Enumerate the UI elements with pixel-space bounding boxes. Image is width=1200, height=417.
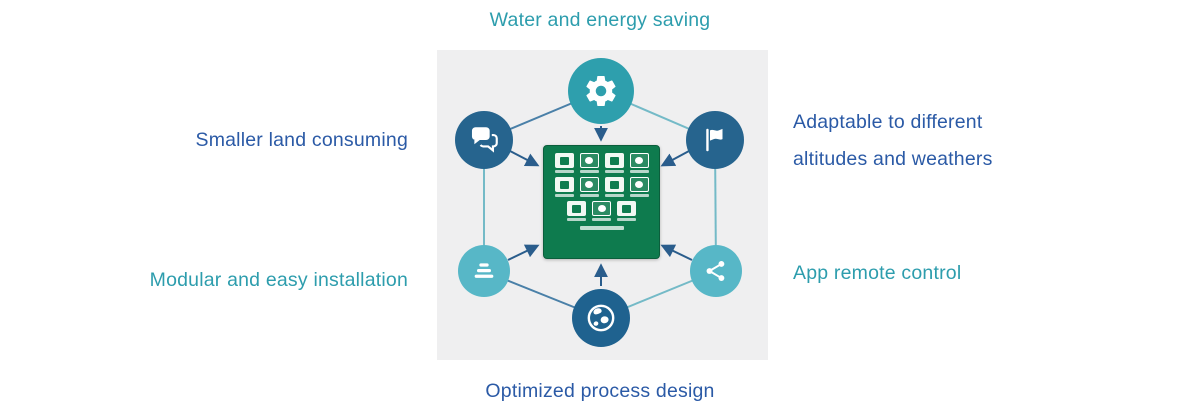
label-adaptable-altitudes: Adaptable to different altitudes and wea… bbox=[793, 104, 993, 178]
board-caption-bar bbox=[579, 226, 624, 230]
label-app-remote-control: App remote control bbox=[793, 262, 962, 284]
chat-icon bbox=[471, 127, 498, 153]
label-smaller-land-consuming: Smaller land consuming bbox=[195, 129, 408, 151]
board-icon-row bbox=[554, 153, 649, 173]
board-mini-icon bbox=[617, 201, 636, 221]
node-process-design bbox=[572, 289, 630, 347]
label-adaptable-line2: altitudes and weathers bbox=[793, 148, 993, 170]
label-optimized-process-design: Optimized process design bbox=[485, 380, 715, 402]
node-water-energy bbox=[568, 58, 634, 124]
node-land-consuming bbox=[455, 111, 513, 169]
flag-icon bbox=[706, 128, 723, 152]
board-mini-icon bbox=[592, 201, 611, 221]
layers-icon bbox=[474, 263, 494, 278]
label-water-energy-saving: Water and energy saving bbox=[489, 9, 711, 31]
label-adaptable-line1: Adaptable to different bbox=[793, 111, 983, 133]
gear-icon bbox=[586, 76, 616, 107]
board-mini-icon bbox=[567, 201, 586, 221]
board-mini-icon bbox=[579, 153, 599, 173]
board-mini-icon bbox=[629, 153, 649, 173]
board-mini-icon bbox=[579, 177, 599, 197]
globe-icon bbox=[587, 304, 615, 332]
board-mini-icon bbox=[604, 153, 624, 173]
control-board-image bbox=[543, 145, 660, 259]
node-modular bbox=[458, 245, 510, 297]
label-modular-easy-installation: Modular and easy installation bbox=[149, 269, 408, 291]
node-app-remote bbox=[690, 245, 742, 297]
node-adaptable bbox=[686, 111, 744, 169]
board-mini-icon bbox=[604, 177, 624, 197]
share-icon bbox=[706, 261, 725, 281]
diagram-panel bbox=[437, 50, 768, 360]
board-icon-row bbox=[567, 201, 636, 221]
board-mini-icon bbox=[554, 153, 574, 173]
board-icon-row bbox=[554, 177, 649, 197]
board-mini-icon bbox=[554, 177, 574, 197]
board-mini-icon bbox=[629, 177, 649, 197]
